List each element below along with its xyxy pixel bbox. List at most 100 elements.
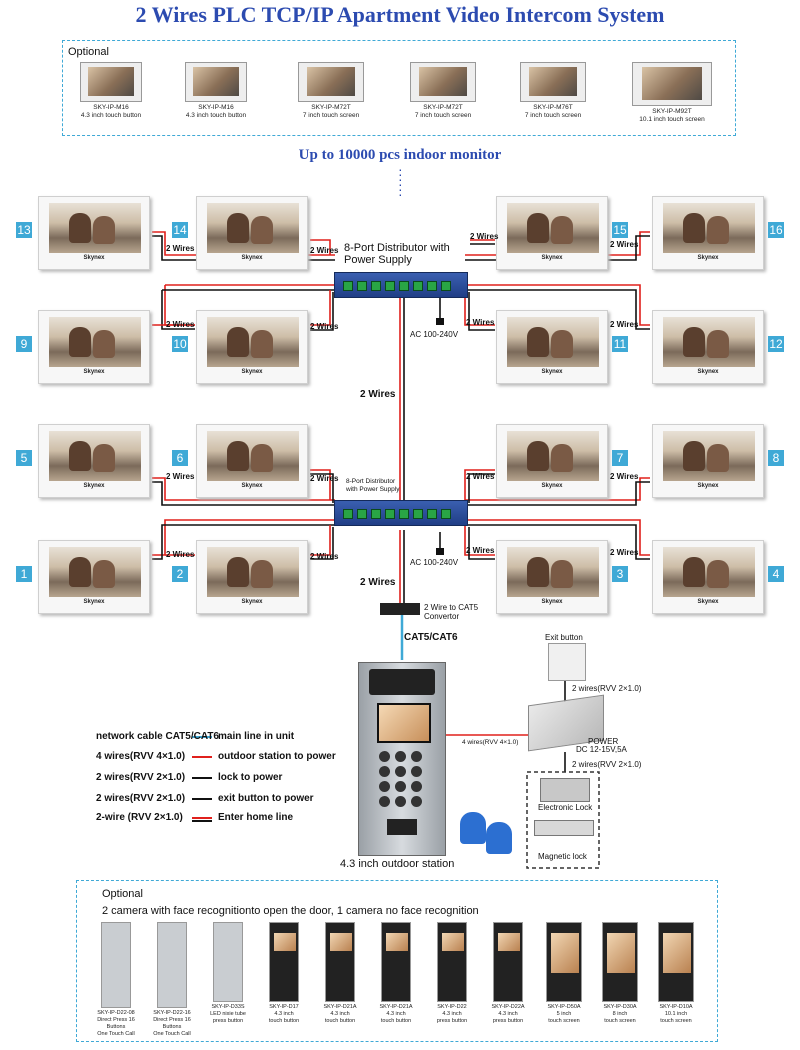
keypad-button (395, 781, 406, 792)
keypad-button (379, 796, 390, 807)
panel-d1: 8 inch (612, 1011, 628, 1017)
monitor-number: 6 (172, 450, 188, 466)
indoor-monitor: Skynex (38, 540, 150, 614)
legend-left: 2-wire (RVV 2×1.0) (96, 812, 183, 823)
ac-label-top: AC 100-240V (410, 330, 459, 339)
monitor-brand: Skynex (541, 369, 563, 375)
panel-d1: 10.1 inch (664, 1011, 688, 1017)
monitor-screen (49, 203, 141, 253)
dist-port (371, 509, 381, 519)
wire-label: 2 Wires (610, 548, 639, 557)
person (251, 216, 273, 244)
person (69, 441, 91, 471)
wire-label: 2 Wires (610, 240, 639, 249)
panel-image (101, 922, 131, 1008)
magnetic-lock-label: Magnetic lock (538, 852, 587, 861)
product-model: SKY-IP-M72T (423, 104, 463, 111)
indoor-monitor: Skynex (196, 540, 308, 614)
product-desc: 10.1 inch touch screen (639, 116, 705, 123)
dist-port (357, 281, 367, 291)
exit-wire-label: 2 wires(RVV 2×1.0) (572, 684, 642, 693)
dist-port (385, 281, 395, 291)
product-model: SKY-IP-M76T (533, 104, 573, 111)
outdoor-screen (377, 703, 431, 743)
wire-label: 2 Wires (310, 322, 339, 331)
wire-label: 2 Wires (166, 472, 195, 481)
panel-image (381, 922, 411, 1002)
dist-port (385, 509, 395, 519)
top-optional-label: Optional (68, 46, 109, 58)
person (93, 560, 115, 588)
panel-d2: touch button (324, 1018, 356, 1024)
wire-black (465, 524, 650, 560)
monitor-screen (49, 547, 141, 597)
wire-label: 2 Wires (310, 552, 339, 561)
person (683, 557, 705, 587)
monitor-number: 2 (172, 566, 188, 582)
monitor-screen (507, 317, 599, 367)
panel-screen (274, 933, 296, 951)
monitor-brand: Skynex (241, 369, 263, 375)
wire-red (310, 469, 331, 500)
panel-image (213, 922, 243, 1002)
dist-port (343, 509, 353, 519)
person (69, 327, 91, 357)
wire-label: 2 Wires (310, 246, 339, 255)
wire-label: 2 Wires (166, 320, 195, 329)
panel-model: SKY-IP-D21A (323, 1004, 357, 1010)
panel-model: SKY-IP-D22 (437, 1004, 467, 1010)
panel-d2: touch screen (604, 1018, 636, 1024)
wire-red (464, 290, 495, 326)
product-model: SKY-IP-M92T (652, 108, 692, 115)
monitor-screen (663, 203, 755, 253)
lock-wire-label: 2 wires(RVV 2×1.0) (572, 760, 642, 769)
panel-d2: touch screen (660, 1018, 692, 1024)
person (251, 330, 273, 358)
panel-image (157, 922, 187, 1008)
wire-red (465, 519, 650, 556)
magnetic-lock (534, 820, 594, 836)
power-label: POWER (588, 737, 619, 746)
monitor-number: 11 (612, 336, 628, 352)
wire-red (465, 477, 650, 501)
panel-model: SKY-IP-D22A (491, 1004, 525, 1010)
keypad-button (379, 781, 390, 792)
wire-black (152, 524, 335, 560)
wire-label: 2 Wires (466, 546, 495, 555)
monitor-screen (507, 203, 599, 253)
monitor-number: 16 (768, 222, 784, 238)
panel-d1: 4.3 inch (498, 1011, 518, 1017)
power-spec: DC 12-15V,5A (576, 745, 627, 754)
product-image (520, 62, 586, 102)
person (683, 327, 705, 357)
monitor-screen (507, 547, 599, 597)
camera-strip (369, 669, 435, 695)
indoor-monitor: Skynex (652, 310, 764, 384)
indoor-monitor: Skynex (496, 540, 608, 614)
legend-right: exit button to power (218, 793, 314, 804)
person (227, 557, 249, 587)
monitor-number: 7 (612, 450, 628, 466)
panel-image (269, 922, 299, 1002)
monitor-number: 8 (768, 450, 784, 466)
panel-screen (330, 933, 352, 951)
person (551, 560, 573, 588)
wire-red (464, 525, 495, 556)
convertor-label: 2 Wire to CAT5 Convertor (424, 603, 479, 621)
product-model: SKY-IP-M16 (93, 104, 129, 111)
wire-label: 2 Wires (466, 472, 495, 481)
keypad-button (411, 796, 422, 807)
legend-left: network cable CAT5/CAT6 (96, 731, 219, 742)
product-desc: 4.3 inch touch button (185, 112, 247, 119)
panel-d2: touch screen (548, 1018, 580, 1024)
panel-image (493, 922, 523, 1002)
monitor-brand: Skynex (697, 599, 719, 605)
dist-port (343, 281, 353, 291)
monitor-number: 13 (16, 222, 32, 238)
panel-d1: Direct Press 16 Buttons (153, 1017, 191, 1030)
wire-red (465, 284, 650, 326)
